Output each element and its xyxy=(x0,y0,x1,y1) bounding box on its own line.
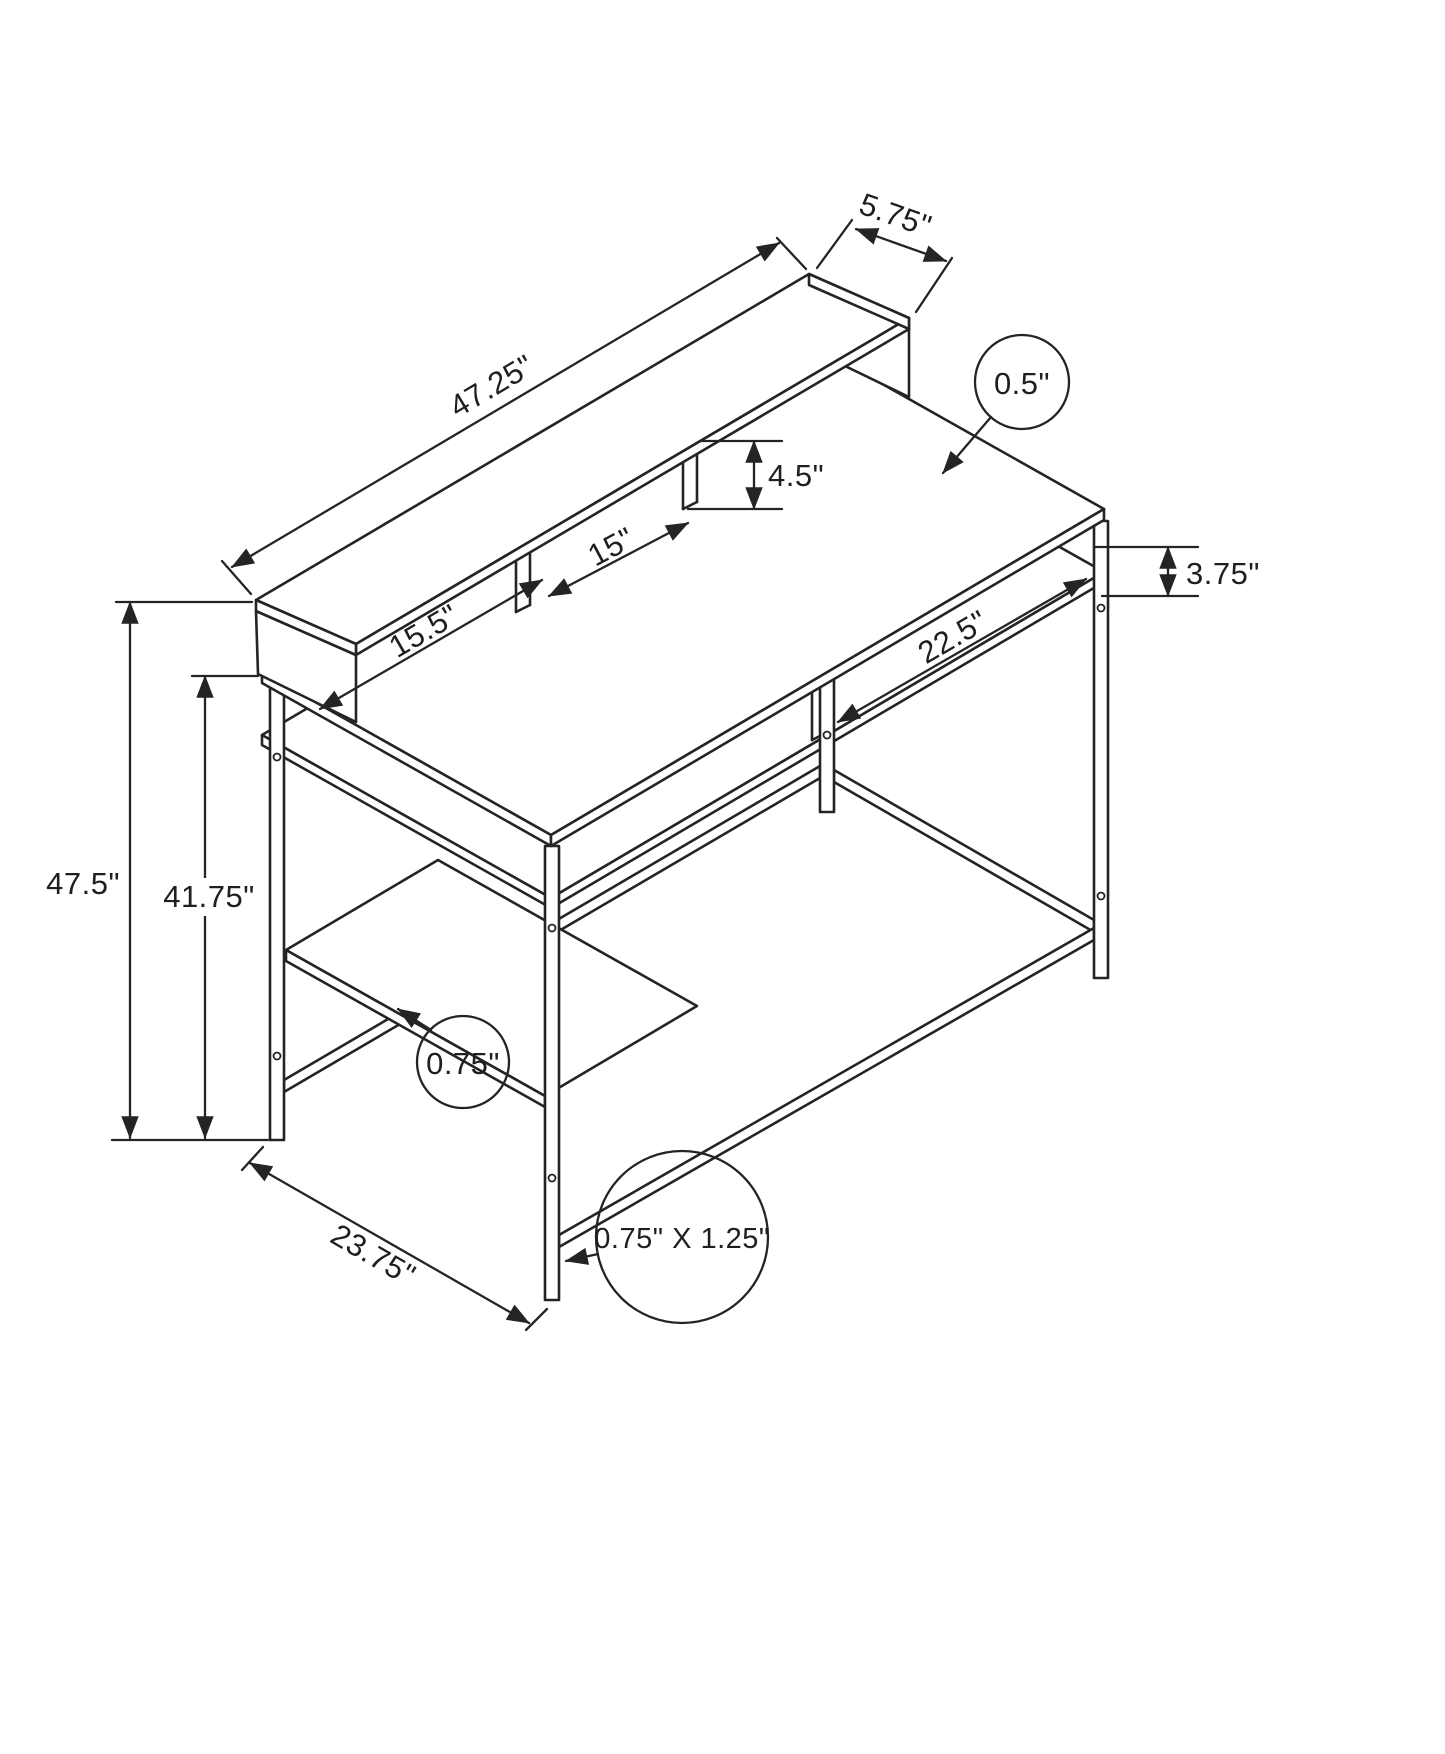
screw-hole xyxy=(547,1173,557,1183)
callout-desktop-thickness: 0.5" xyxy=(941,333,1071,475)
front-left-leg xyxy=(543,844,561,1302)
screw-hole xyxy=(547,923,557,933)
extension-line xyxy=(240,1145,265,1172)
front-right-leg xyxy=(1092,519,1110,980)
callout-leg-tube: 0.75" X 1.25" xyxy=(564,1149,770,1325)
dim-label-desk-depth: 23.75" xyxy=(325,1217,422,1293)
extension-line xyxy=(914,256,954,314)
dim-cubby-height: 4.5" xyxy=(686,439,824,511)
dim-label-desktop-thickness: 0.5" xyxy=(994,366,1050,401)
dim-label-cubby-height: 4.5" xyxy=(768,458,824,493)
dimension-line xyxy=(836,577,1088,724)
dimension-line xyxy=(248,1161,531,1325)
shelf-right-cap xyxy=(807,272,911,331)
screw-hole xyxy=(272,1051,282,1061)
leader-line xyxy=(941,415,993,475)
extension-line xyxy=(220,559,253,596)
dim-label-shelf-depth: 5.75" xyxy=(855,186,936,244)
dimension-line xyxy=(854,227,948,263)
extension-line xyxy=(775,236,808,271)
dim-label-apron-height: 3.75" xyxy=(1186,556,1260,591)
screw-hole xyxy=(1096,891,1106,901)
screw-hole xyxy=(822,730,832,740)
dimension-line xyxy=(547,521,690,598)
dim-desktop-height: 41.75" xyxy=(154,674,264,1140)
dim-label-desktop-height: 41.75" xyxy=(163,879,255,914)
callout-circle xyxy=(415,1014,511,1110)
extension-line xyxy=(524,1307,549,1332)
screw-hole xyxy=(272,752,282,762)
callout-circle xyxy=(594,1149,770,1325)
callout-shelf-thickness: 0.75" xyxy=(396,1007,511,1110)
dimension-line xyxy=(230,241,781,569)
dim-overall-height: 47.5" xyxy=(46,600,270,1142)
dim-apron-height: 3.75" xyxy=(1092,545,1260,598)
extension-line xyxy=(815,218,854,270)
leader-line xyxy=(564,1247,600,1265)
dim-label-leg-tube: 0.75" X 1.25" xyxy=(594,1223,769,1255)
dim-desk-depth: 23.75" xyxy=(240,1145,549,1332)
screw-hole xyxy=(1096,603,1106,613)
dim-label-overall-height: 47.5" xyxy=(46,866,120,901)
label-mask xyxy=(154,878,264,916)
right-stretcher-rail xyxy=(832,768,1096,934)
leader-line xyxy=(396,1007,433,1032)
back-left-leg xyxy=(268,682,286,1142)
callout-circle xyxy=(973,333,1071,431)
dimension-line xyxy=(318,578,544,711)
dim-label-shelf-thickness: 0.75" xyxy=(426,1046,500,1081)
